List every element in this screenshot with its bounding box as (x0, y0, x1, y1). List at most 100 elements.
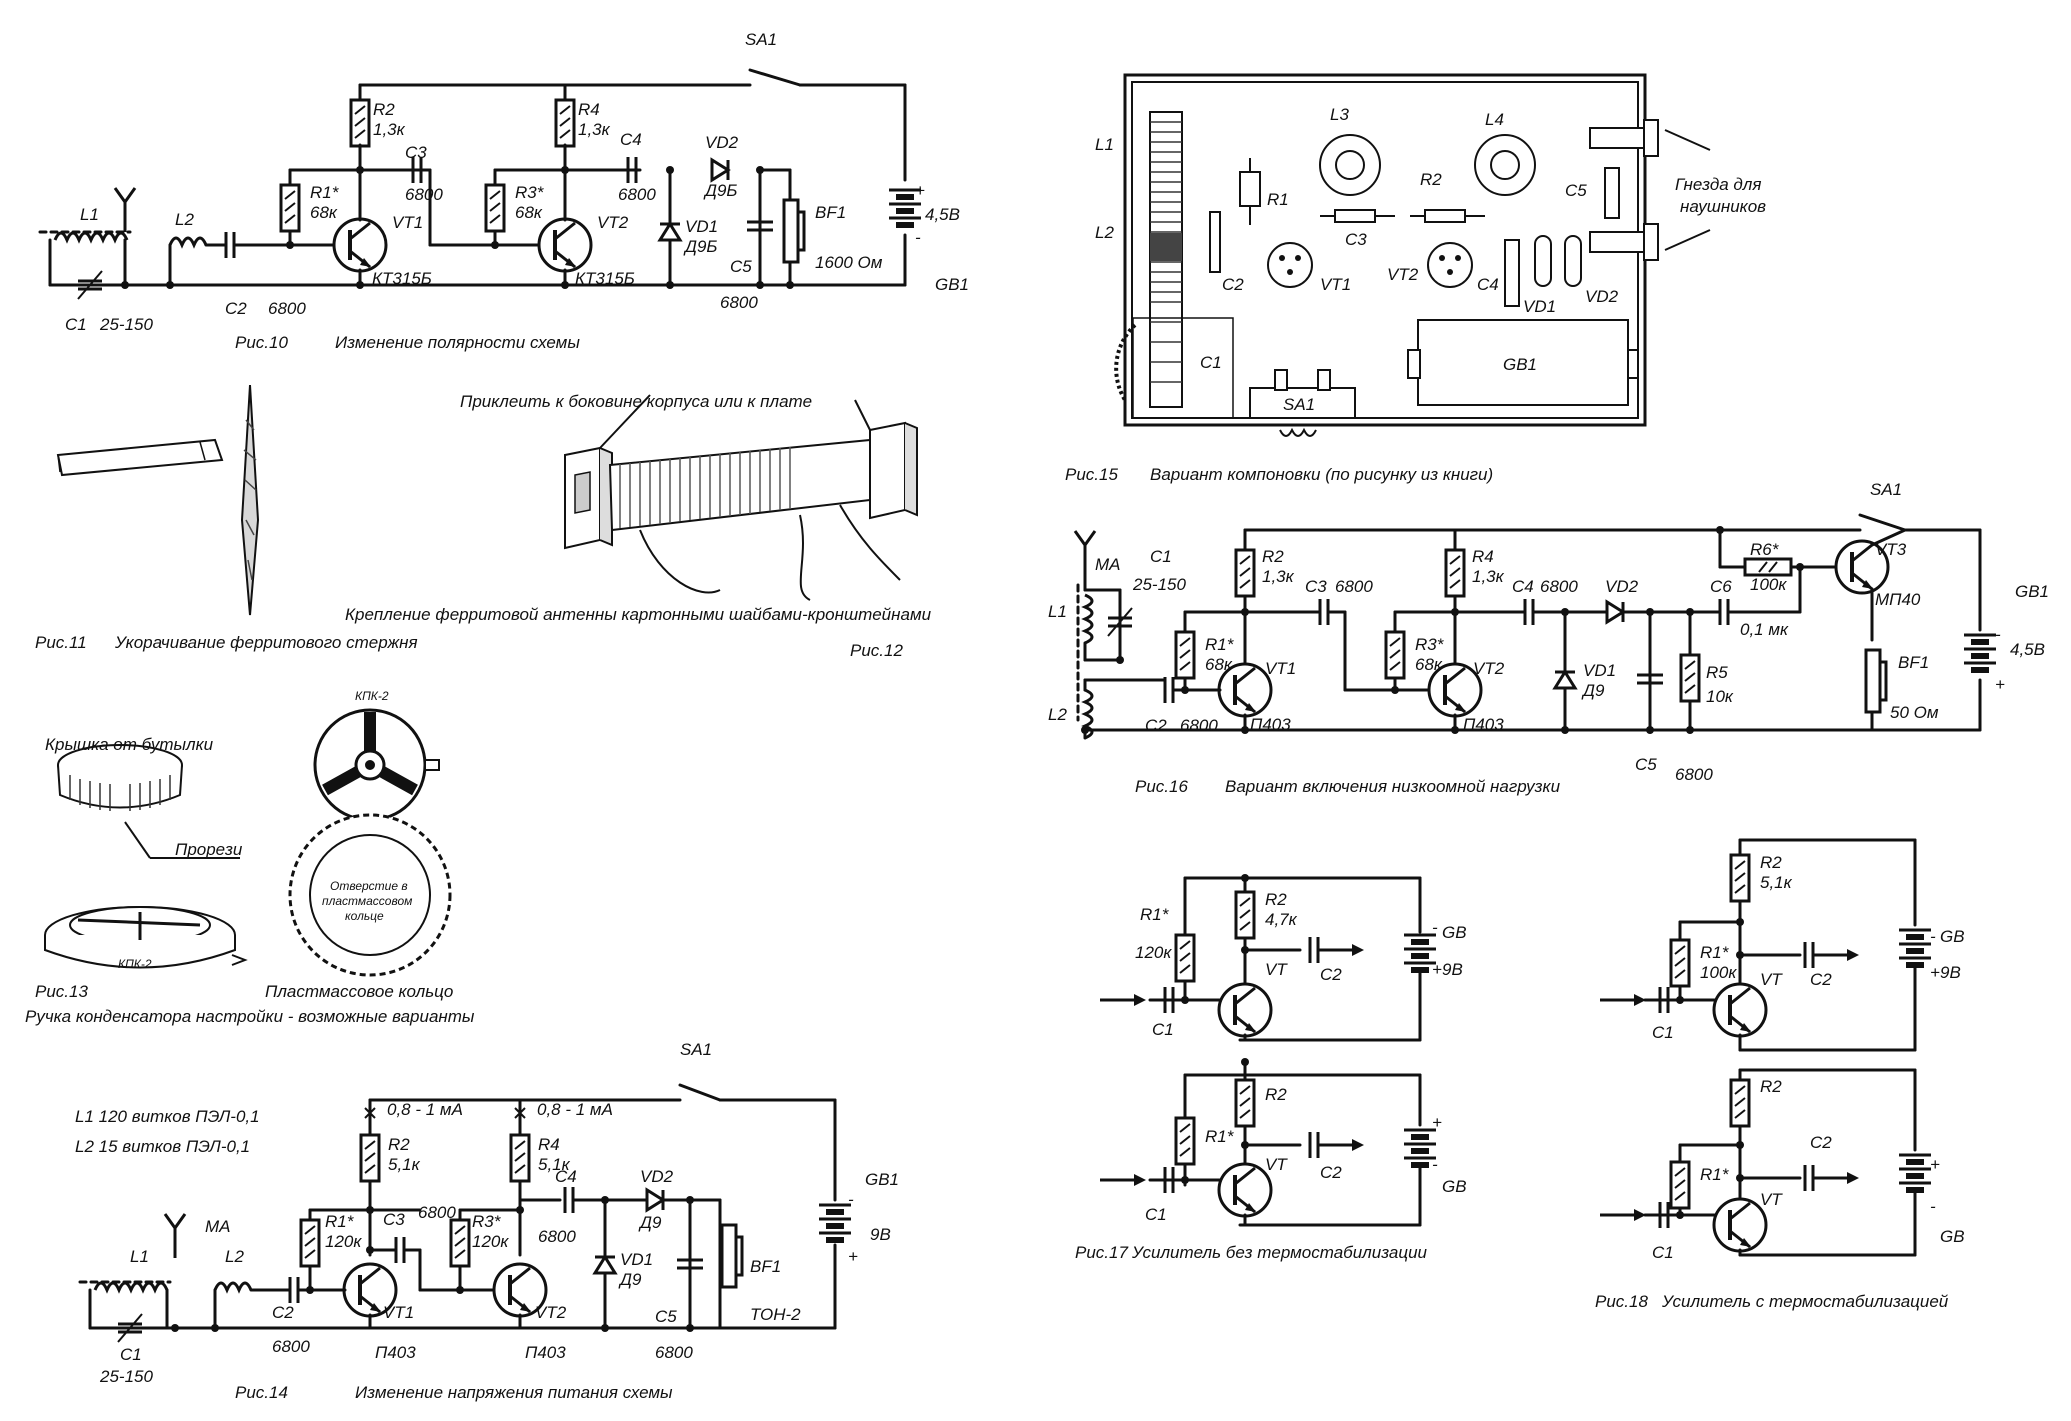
fig14-caption: Изменение напряжения питания схемы (355, 1383, 673, 1402)
fig10-r2-value: 1,3к (373, 120, 406, 139)
fig15-r1-label: R1 (1267, 190, 1289, 209)
fig14-bf1-label: BF1 (750, 1257, 781, 1276)
fig14-vd1-label: VD1 (620, 1250, 653, 1269)
fig16-number: Рис.16 (1135, 777, 1188, 796)
fig18a-r1-label: R1* (1700, 943, 1730, 962)
fig14-vt2-label: VT2 (535, 1303, 567, 1322)
fig18b-r1-label: R1* (1700, 1165, 1730, 1184)
fig10-r4-label: R4 (578, 100, 600, 119)
fig16-vt3-type: МП40 (1875, 590, 1921, 609)
fig16-vt3-label: VT3 (1875, 540, 1907, 559)
fig10-r4-value: 1,3к (578, 120, 611, 139)
fig18b-gb-plus: + (1930, 1155, 1940, 1174)
fig14-r4-value: 5,1к (538, 1155, 571, 1174)
fig13-kpk-bottom: КПК-2 (118, 957, 152, 971)
fig17-number: Рис.17 (1075, 1243, 1128, 1262)
fig18b-r2-label: R2 (1760, 1077, 1782, 1096)
fig16-r6-label: R6* (1750, 540, 1780, 559)
fig14-c3-label: C3 (383, 1210, 405, 1229)
fig18b-c1-label: C1 (1652, 1243, 1674, 1262)
fig17b-r2-label: R2 (1265, 1085, 1287, 1104)
fig16-gb-value: 4,5В (2010, 640, 2045, 659)
fig16-r1-label: R1* (1205, 635, 1235, 654)
fig16-c5-label: C5 (1635, 755, 1657, 774)
fig10-vt1-type: КТ315Б (372, 269, 432, 288)
fig10-c3-label: C3 (405, 143, 427, 162)
fig17b-c1-label: C1 (1145, 1205, 1167, 1224)
fig16-l1-label: L1 (1048, 602, 1067, 621)
fig14-c4-value: 6800 (538, 1227, 576, 1246)
fig16-vd1-type: Д9 (1581, 681, 1605, 700)
fig10-r1-label: R1* (310, 183, 340, 202)
fig18a-gb-value: 9В (1940, 963, 1961, 982)
fig17b-gb-label: GB (1442, 1177, 1467, 1196)
fig14-r3-label: R3* (472, 1212, 502, 1231)
fig18a-c2-label: C2 (1810, 970, 1832, 989)
fig14-vd2-type: Д9 (638, 1213, 662, 1232)
fig10-c5-value: 6800 (720, 293, 758, 312)
fig14-c5-value: 6800 (655, 1343, 693, 1362)
fig16-r3-label: R3* (1415, 635, 1445, 654)
fig15-layout-drawing (1114, 73, 1711, 437)
fig16-vt1-type: П403 (1250, 715, 1291, 734)
fig16-bf1-value: 50 Ом (1890, 703, 1939, 722)
fig14-bf1-value: ТОН-2 (750, 1305, 801, 1324)
fig16-vd1-label: VD1 (1583, 661, 1616, 680)
fig13-hole-line1: Отверстие в (330, 879, 408, 893)
fig16-vt1-label: VT1 (1265, 659, 1296, 678)
fig16-r5-label: R5 (1706, 663, 1728, 682)
fig14-sa1-label: SA1 (680, 1040, 712, 1059)
fig16-vt2-label: VT2 (1473, 659, 1505, 678)
fig17a-c2-label: C2 (1320, 965, 1342, 984)
fig10-c3-value: 6800 (405, 185, 443, 204)
fig11-caption: Укорачивание ферритового стержня (114, 633, 418, 652)
fig10-vd1-type: Д9Б (683, 237, 718, 256)
fig18-schematic (1598, 838, 1931, 1257)
fig18a-r2-value: 5,1к (1760, 873, 1793, 892)
fig12-glue-note: Приклеить к боковине корпуса или к плате (460, 392, 812, 411)
fig15-c2-label: C2 (1222, 275, 1244, 294)
fig17b-c2-label: C2 (1320, 1163, 1342, 1182)
fig18-number: Рис.18 (1595, 1292, 1648, 1311)
fig18a-c1-label: C1 (1652, 1023, 1674, 1042)
fig15-c1-label: C1 (1200, 353, 1222, 372)
fig16-c6-value: 0,1 мк (1740, 620, 1789, 639)
fig10-c1-label: C1 (65, 315, 87, 334)
fig10-sa1-label: SA1 (745, 30, 777, 49)
fig10-c2-label: C2 (225, 299, 247, 318)
fig10-gb-minus: - (915, 228, 921, 247)
fig14-r2-label: R2 (388, 1135, 410, 1154)
fig14-number: Рис.14 (235, 1383, 288, 1402)
fig15-number: Рис.15 (1065, 465, 1118, 484)
fig17a-r1-label: R1* (1140, 905, 1170, 924)
fig18a-r2-label: R2 (1760, 853, 1782, 872)
fig10-c4-label: C4 (620, 130, 642, 149)
fig10-c5-label: C5 (730, 257, 752, 276)
fig14-schematic (78, 1083, 851, 1344)
fig18b-gb-minus: - (1930, 1197, 1936, 1216)
fig10-vt1-label: VT1 (392, 213, 423, 232)
fig13-number: Рис.13 (35, 982, 88, 1001)
fig10-c4-value: 6800 (618, 185, 656, 204)
fig10-vd2-label: VD2 (705, 133, 739, 152)
fig13-caption: Ручка конденсатора настройки - возможные… (25, 1007, 475, 1026)
fig15-c5-label: C5 (1565, 181, 1587, 200)
fig10-c2-value: 6800 (268, 299, 306, 318)
fig15-l2-label: L2 (1095, 223, 1114, 242)
fig10-caption: Изменение полярности схемы (335, 333, 580, 352)
fig14-current1: 0,8 - 1 мА (387, 1100, 463, 1119)
fig13-knob-drawings (44, 708, 452, 977)
fig10-c1-value: 25-150 (99, 315, 153, 334)
fig15-gb1-label: GB1 (1503, 355, 1537, 374)
fig16-r4-label: R4 (1472, 547, 1494, 566)
fig14-vd1-type: Д9 (618, 1270, 642, 1289)
fig14-r3-value: 120к (472, 1232, 509, 1251)
fig16-c3-value: 6800 (1335, 577, 1373, 596)
fig14-l2-turns: L2 15 витков ПЭЛ-0,1 (75, 1137, 250, 1156)
fig10-bf1-label: BF1 (815, 203, 846, 222)
fig17-schematic (1098, 874, 1436, 1227)
fig16-vd2-label: VD2 (1605, 577, 1639, 596)
fig18-caption: Усилитель с термостабилизацией (1661, 1292, 1949, 1311)
fig16-c2-value: 6800 (1180, 716, 1218, 735)
